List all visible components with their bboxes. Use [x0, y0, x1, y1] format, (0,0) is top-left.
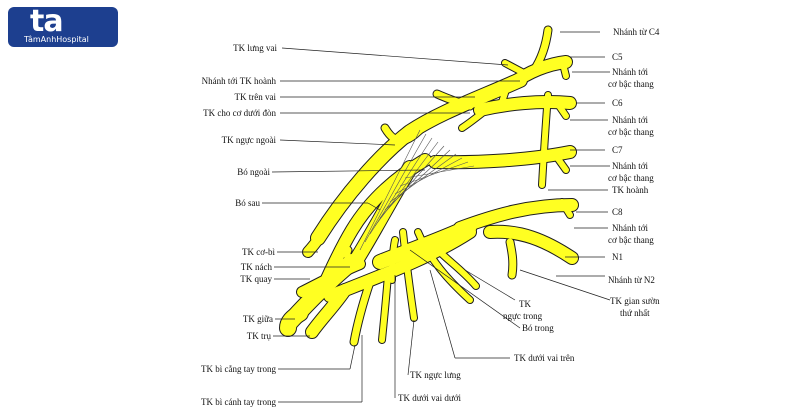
nerve-musculocutaneous [303, 217, 333, 257]
label-nhanh-toi-co-bac-thang-4b: cơ bậc thang [608, 235, 654, 245]
leader-line [281, 47, 509, 66]
label-nhanh-toi-co-bac-thang-1b: cơ bậc thang [608, 79, 654, 89]
leader-line [429, 269, 456, 359]
label-tk-cho-co-duoi-don: TK cho cơ dưới đòn [203, 108, 276, 118]
logo-mark: ta [30, 4, 64, 39]
label-c6: C6 [612, 98, 623, 108]
nerve-intercostal-1 [506, 238, 517, 279]
label-tk-nguc-trong-a: TK [519, 299, 531, 309]
label-tk-gian-suon-b: thứ nhất [620, 308, 650, 318]
nerve-med-antebrachial-cut [350, 278, 374, 346]
label-bo-ngoai: Bó ngoài [237, 167, 270, 177]
nerve-radial [297, 259, 365, 297]
leader-line [279, 139, 396, 146]
nerve-suprascapular-stub [497, 90, 508, 111]
label-nhanh-toi-co-bac-thang-3b: cơ bậc thang [608, 173, 654, 183]
hospital-logo: ta TâmAnhHospital [8, 4, 118, 47]
label-tk-nguc-trong-b: ngực trong [503, 311, 543, 321]
posterior-hatch-line [399, 161, 469, 187]
nerve-c5-scalene [559, 57, 569, 79]
nerve-to-subclavius [459, 107, 489, 131]
nerve-upper-trunk [311, 73, 527, 245]
leader-line [407, 319, 415, 376]
nerve-trunks [279, 25, 579, 347]
label-bo-trong: Bó trong [522, 323, 554, 333]
nerve-cord-left-end [280, 305, 308, 336]
label-tk-duoi-vai-tren: TK dưới vai trên [514, 353, 575, 363]
label-nhanh-toi-tk-hoanh: Nhánh tới TK hoành [202, 76, 277, 86]
logo-text: TâmAnhHospital [24, 35, 89, 44]
label-nhanh-toi-co-bac-thang-1a: Nhánh tới [612, 67, 649, 77]
label-tk-nguc-ngoai: TK ngực ngoài [222, 135, 277, 145]
nerve-phrenic-branch [539, 92, 551, 188]
label-tk-co-bi: TK cơ-bì [242, 247, 275, 257]
label-c8: C8 [612, 207, 623, 217]
leader-line [409, 249, 521, 329]
nerve-axillary [343, 246, 359, 266]
posterior-hatch-line [364, 133, 427, 243]
nerve-upper-subscapular [415, 229, 473, 303]
nerve-c7-root [429, 146, 576, 169]
nerve-medial-pectoral [437, 249, 479, 289]
posterior-hatch-line [404, 165, 475, 179]
leader-line [367, 202, 381, 211]
label-nhanh-toi-co-bac-thang-3a: Nhánh tới [612, 161, 649, 171]
label-tk-duoi-vai-duoi: TK dưới vai dưới [398, 393, 462, 403]
nerve-lower-subscapular [389, 237, 398, 283]
leader-line [464, 269, 516, 301]
nerve-lateral-pectoral [381, 121, 429, 145]
label-nhanh-tu-c4: Nhánh từ C4 [613, 27, 660, 37]
posterior-hatch-line [359, 129, 421, 251]
label-nhanh-toi-co-bac-thang-4a: Nhánh tới [612, 223, 649, 233]
label-tk-tru: TK trụ [247, 331, 272, 341]
nerve-med-brachial-cut [379, 272, 391, 343]
label-tk-bi-cang-tay-trong: TK bì cẳng tay trong [201, 364, 276, 374]
label-tk-nach: TK nách [241, 262, 273, 272]
leader-line [519, 269, 611, 301]
label-nhanh-toi-co-bac-thang-2b: cơ bậc thang [608, 127, 654, 137]
label-n1: N1 [612, 252, 623, 262]
nerve-c7-scalene [553, 153, 569, 173]
label-tk-gian-suon-a: TK gian sườn [610, 296, 660, 306]
label-tk-hoanh-r: TK hoành [612, 185, 649, 195]
leader-line [271, 169, 426, 173]
label-nhanh-toi-co-bac-thang-2a: Nhánh tới [612, 115, 649, 125]
label-tk-bi-canh-tay-trong: TK bì cánh tay trong [201, 397, 276, 407]
nerve-c6-scalene [552, 97, 569, 119]
nerve-suprascapular [433, 90, 474, 110]
label-tk-nguc-lung: TK ngực lưng [410, 370, 461, 380]
leader-line [349, 344, 356, 370]
label-tk-tren-vai: TK trên vai [235, 92, 277, 102]
label-tk-lung-vai: TK lưng vai [233, 43, 277, 53]
label-bo-sau: Bó sau [235, 198, 260, 208]
nerve-t1-root [484, 225, 578, 264]
label-c5: C5 [612, 52, 623, 62]
label-c7: C7 [612, 145, 623, 155]
nerve-thoracodorsal [400, 229, 417, 321]
label-tk-giua: TK giữa [243, 314, 273, 324]
label-tk-quay: TK quay [240, 274, 272, 284]
label-nhanh-tu-n2: Nhánh từ N2 [608, 275, 655, 285]
leader-lines [262, 31, 611, 403]
nerve-c8-scalene [559, 199, 573, 218]
nerve-dorsal-scapular [502, 60, 525, 75]
nerve-ulnar [306, 284, 351, 338]
